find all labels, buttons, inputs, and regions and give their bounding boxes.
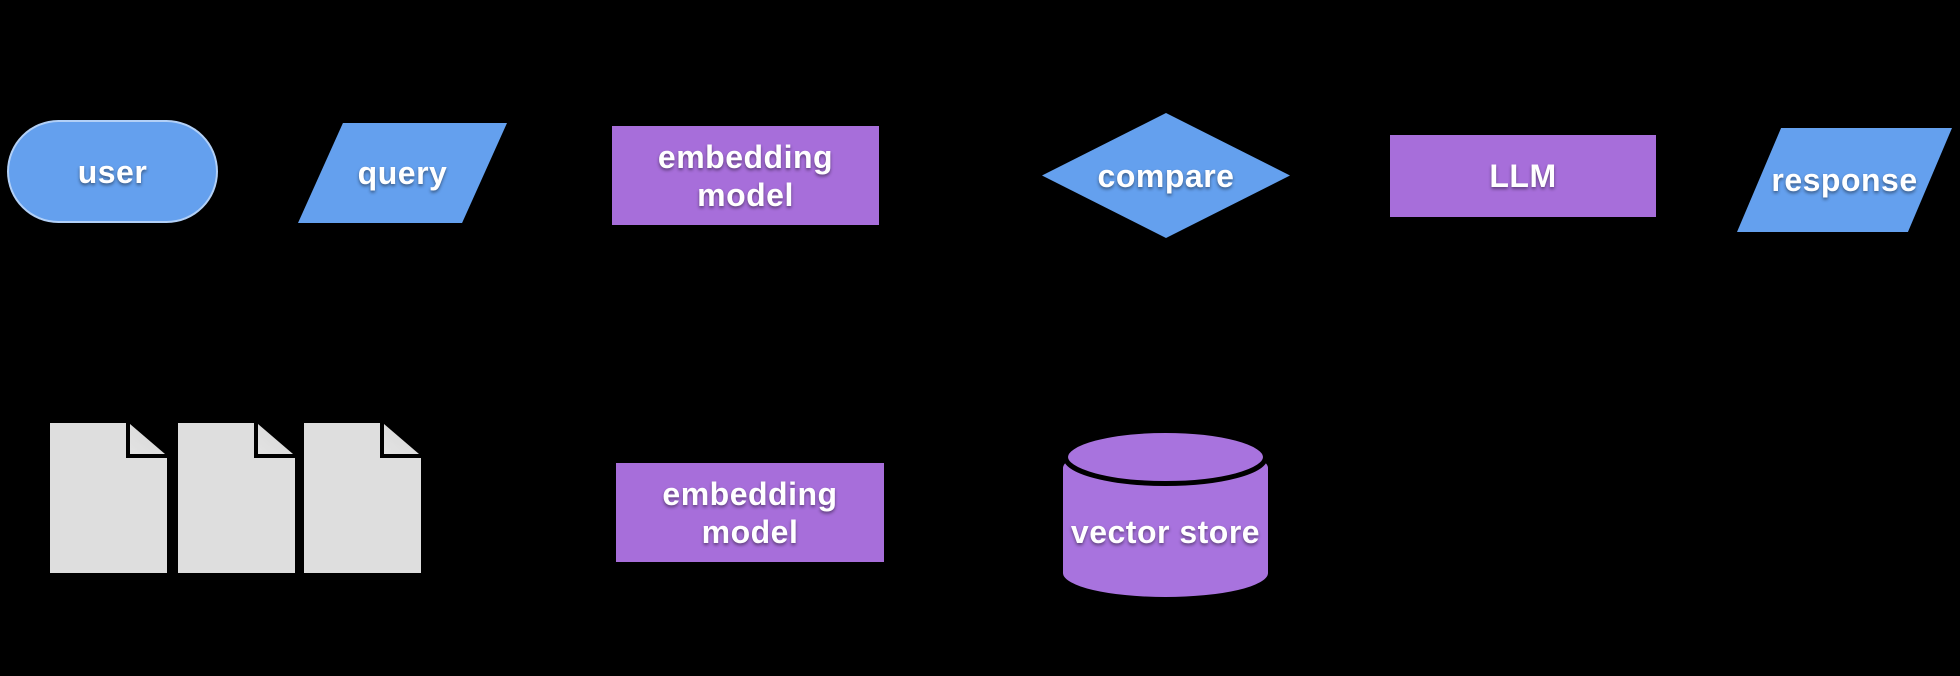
node-compare: compare (1042, 113, 1290, 238)
document-icon (178, 423, 295, 573)
node-response-label: response (1771, 162, 1918, 198)
node-llm: LLM (1390, 135, 1656, 217)
vector-store-cylinder-icon (1063, 428, 1268, 597)
document-icon (50, 423, 167, 573)
node-user-label: user (77, 153, 148, 190)
document-stack (50, 423, 421, 573)
node-query-label: query (357, 155, 448, 191)
node-llm-label: LLM (1489, 158, 1557, 194)
node-compare-label: compare (1097, 157, 1235, 194)
node-query: query (298, 123, 507, 223)
node-response: response (1737, 128, 1952, 232)
document-icon (304, 423, 421, 573)
node-vector-store-label: vector store (1070, 513, 1261, 550)
node-vector-store: vector store (1063, 428, 1268, 597)
node-user: user (7, 120, 218, 223)
